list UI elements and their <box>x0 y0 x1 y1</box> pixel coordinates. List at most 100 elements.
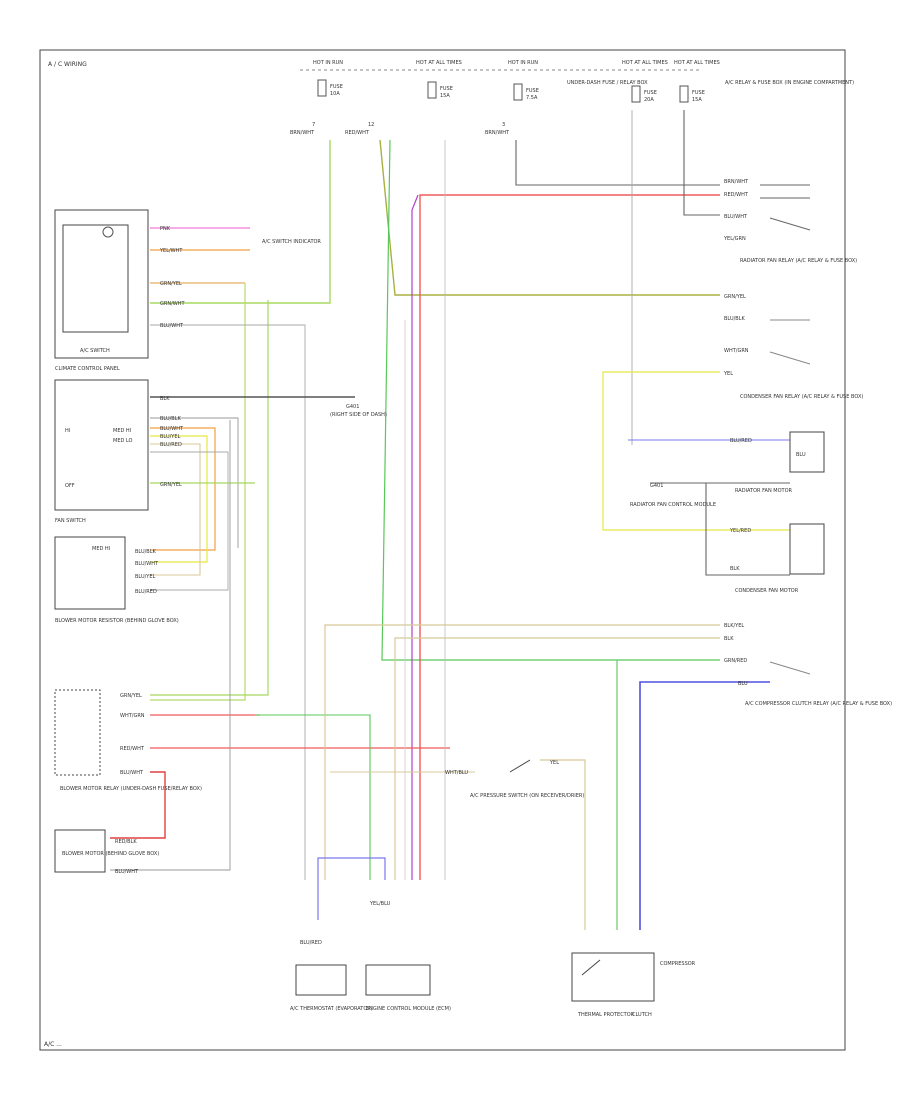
cond-fan-relay-label: CONDENSER FAN RELAY (A/C RELAY & FUSE BO… <box>740 394 863 400</box>
svg-text:7.5A: 7.5A <box>526 95 538 101</box>
wire-tan-ecm-2 <box>394 637 720 880</box>
wire-red-blower-motor <box>110 771 166 839</box>
wire-magenta-ecm <box>411 194 419 880</box>
svg-text:FUSE: FUSE <box>330 84 343 90</box>
wire-black-relay-2 <box>683 110 720 216</box>
wire-blue-thermostat <box>317 857 386 920</box>
wire-grey-fan-2 <box>150 451 229 591</box>
svg-text:BLU/RED: BLU/RED <box>300 940 322 946</box>
svg-text:GRN/RED: GRN/RED <box>724 658 747 664</box>
svg-text:YEL: YEL <box>549 760 559 766</box>
svg-text:FUSE: FUSE <box>440 86 453 92</box>
svg-text:10A: 10A <box>330 91 340 97</box>
svg-text:YEL: YEL <box>723 371 733 377</box>
svg-text:RED/WHT: RED/WHT <box>724 192 749 198</box>
svg-text:BLU/RED: BLU/RED <box>135 589 157 595</box>
svg-text:15A: 15A <box>692 97 702 103</box>
fuse-4: HOT AT ALL TIMES FUSE 20A <box>622 60 668 103</box>
svg-text:HOT AT ALL TIMES: HOT AT ALL TIMES <box>622 60 668 66</box>
clutch-label: CLUTCH <box>632 1012 652 1018</box>
ground-note: (RIGHT SIDE OF DASH) <box>330 412 387 418</box>
wire-blue-comp <box>639 681 770 930</box>
svg-text:BLK/YEL: BLK/YEL <box>724 623 744 629</box>
svg-text:GRN/YEL: GRN/YEL <box>120 693 142 699</box>
wire-olive-rad-relay <box>379 139 720 296</box>
svg-text:BLU/BLK: BLU/BLK <box>135 549 157 555</box>
fuse-5: HOT AT ALL TIMES FUSE 15A <box>674 60 720 103</box>
svg-text:20A: 20A <box>644 97 654 103</box>
svg-text:GRN/YEL: GRN/YEL <box>724 294 746 300</box>
wires <box>110 110 790 930</box>
wire-lime-panel <box>150 283 246 701</box>
wire-green-climate <box>150 140 331 304</box>
rad-fan-ctrl-label: RADIATOR FAN CONTROL MODULE <box>630 502 716 508</box>
svg-text:BLU/WHT: BLU/WHT <box>724 214 748 220</box>
blower-relay-box <box>54 689 101 776</box>
svg-text:BLK: BLK <box>724 636 734 642</box>
svg-text:WHT/GRN: WHT/GRN <box>120 713 145 719</box>
fan-switch: HI MED HI MED LO OFF BLK BLU/BLK BLU/WHT… <box>54 379 387 524</box>
cond-fan-motor-label: CONDENSER FAN MOTOR <box>735 588 799 594</box>
blower-resistor: MED HI BLU/BLK BLU/WHT BLU/YEL BLU/RED B… <box>54 536 179 624</box>
climate-panel-label: CLIMATE CONTROL PANEL <box>55 366 120 372</box>
svg-text:MED LO: MED LO <box>113 438 133 444</box>
wire-tan-comp <box>540 759 586 930</box>
wire-orange-fan <box>150 427 216 551</box>
svg-text:OFF: OFF <box>65 483 75 489</box>
svg-text:GRN/YEL: GRN/YEL <box>160 281 182 287</box>
ground-g401: G401 <box>346 404 359 410</box>
wire-grey-panel <box>150 324 306 880</box>
ecm-label: ENGINE CONTROL MODULE (ECM) <box>366 1006 451 1012</box>
svg-text:YEL/RED: YEL/RED <box>729 528 751 534</box>
svg-text:BLU/RED: BLU/RED <box>160 442 182 448</box>
svg-text:3: 3 <box>502 122 505 128</box>
svg-text:FUSE: FUSE <box>526 88 539 94</box>
climate-panel-box <box>54 209 149 359</box>
svg-text:FUSE: FUSE <box>692 90 705 96</box>
svg-text:BLU/WHT: BLU/WHT <box>115 869 139 875</box>
ground-g401-a: G401 <box>650 483 663 489</box>
fan-switch-label: FAN SWITCH <box>55 518 86 524</box>
svg-text:HI: HI <box>65 428 70 434</box>
wire-green-panel <box>150 300 269 696</box>
svg-text:RED/BLK: RED/BLK <box>115 839 137 845</box>
wire-tan-ecm <box>324 624 720 880</box>
svg-text:FUSE: FUSE <box>644 90 657 96</box>
svg-text:BLK: BLK <box>730 566 740 572</box>
underdash-note: UNDER-DASH FUSE / RELAY BOX <box>567 80 648 86</box>
svg-text:HOT AT ALL TIMES: HOT AT ALL TIMES <box>674 60 720 66</box>
ac-pressure-switch: WHT/BLU YEL A/C PRESSURE SWITCH (ON RECE… <box>445 759 584 799</box>
svg-text:BLU/WHT: BLU/WHT <box>120 770 144 776</box>
svg-text:HOT AT ALL TIMES: HOT AT ALL TIMES <box>416 60 462 66</box>
svg-text:RED/WHT: RED/WHT <box>120 746 145 752</box>
ac-indicator-label: A/C SWITCH INDICATOR <box>262 239 321 245</box>
svg-text:BLU/WHT: BLU/WHT <box>135 561 159 567</box>
fuse-1: HOT IN RUN FUSE 10A 7 BRN/WHT <box>290 60 343 136</box>
compressor: COMPRESSOR THERMAL PROTECTOR CLUTCH <box>571 952 696 1018</box>
svg-text:YEL/GRN: YEL/GRN <box>723 236 746 242</box>
svg-text:BLOWER MOTOR (BEHIND GLOVE BOX: BLOWER MOTOR (BEHIND GLOVE BOX) <box>62 851 159 857</box>
blower-motor-box <box>54 829 106 873</box>
ecm-box <box>365 964 431 996</box>
svg-text:WHT/GRN: WHT/GRN <box>724 348 749 354</box>
fuse-3: HOT IN RUN FUSE 7.5A 3 BRN/WHT <box>485 60 539 136</box>
fuse-strip: HOT IN RUN FUSE 10A 7 BRN/WHT HOT AT ALL… <box>290 60 854 136</box>
svg-text:BLU/WHT: BLU/WHT <box>160 426 184 432</box>
svg-text:BLU/WHT: BLU/WHT <box>160 323 184 329</box>
diagram-frame <box>39 49 846 1051</box>
svg-text:MED HI: MED HI <box>92 546 110 552</box>
blower-relay-label: BLOWER MOTOR RELAY (UNDER-DASH FUSE/RELA… <box>60 786 202 792</box>
ac-switch-box <box>62 224 129 333</box>
climate-control-panel: PNK YEL/WHT GRN/YEL GRN/WHT BLU/WHT A/C … <box>54 209 321 372</box>
ac-pressure-switch-label: A/C PRESSURE SWITCH (ON RECEIVER/DRIER) <box>470 793 584 799</box>
blower-motor: BLOWER MOTOR (BEHIND GLOVE BOX) RED/BLK … <box>54 829 159 875</box>
wire-black-relay <box>515 140 720 186</box>
ecm: YEL/BLU ENGINE CONTROL MODULE (ECM) <box>365 901 451 1012</box>
svg-text:GRN/YEL: GRN/YEL <box>160 482 182 488</box>
svg-text:BLK: BLK <box>160 396 170 402</box>
svg-text:BLU: BLU <box>738 681 748 687</box>
svg-text:BLU/YEL: BLU/YEL <box>160 434 181 440</box>
header-label: A / C WIRING <box>48 61 87 68</box>
svg-text:7: 7 <box>312 122 315 128</box>
